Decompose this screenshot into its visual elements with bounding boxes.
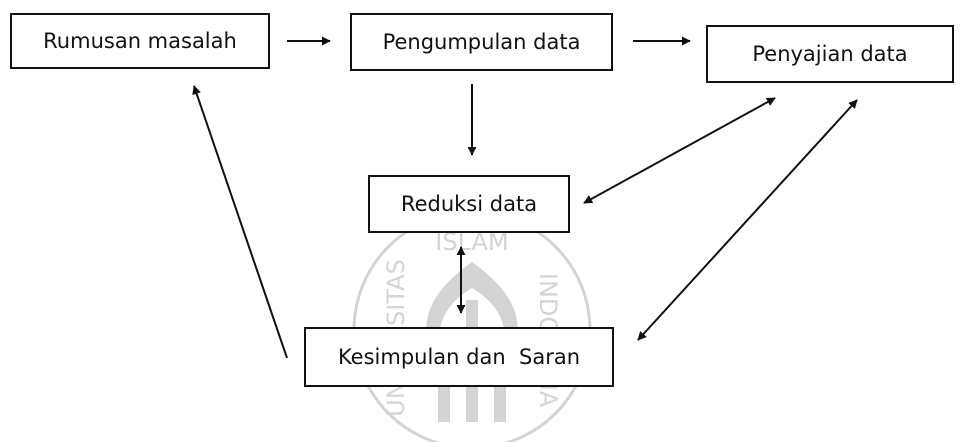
box-reduksi-data: Reduksi data bbox=[368, 175, 570, 233]
box-rumusan-masalah: Rumusan masalah bbox=[10, 13, 270, 69]
arrow-penyajian-reduksi-bidirectional bbox=[583, 97, 776, 204]
box-pengumpulan-data: Pengumpulan data bbox=[350, 13, 613, 71]
arrow-kesimpulan-to-rumusan bbox=[192, 85, 288, 359]
arrow-penyajian-kesimpulan-bidirectional bbox=[637, 99, 858, 341]
box-penyajian-data: Penyajian data bbox=[706, 25, 954, 83]
box-kesimpulan-saran: Kesimpulan dan Saran bbox=[304, 327, 614, 387]
